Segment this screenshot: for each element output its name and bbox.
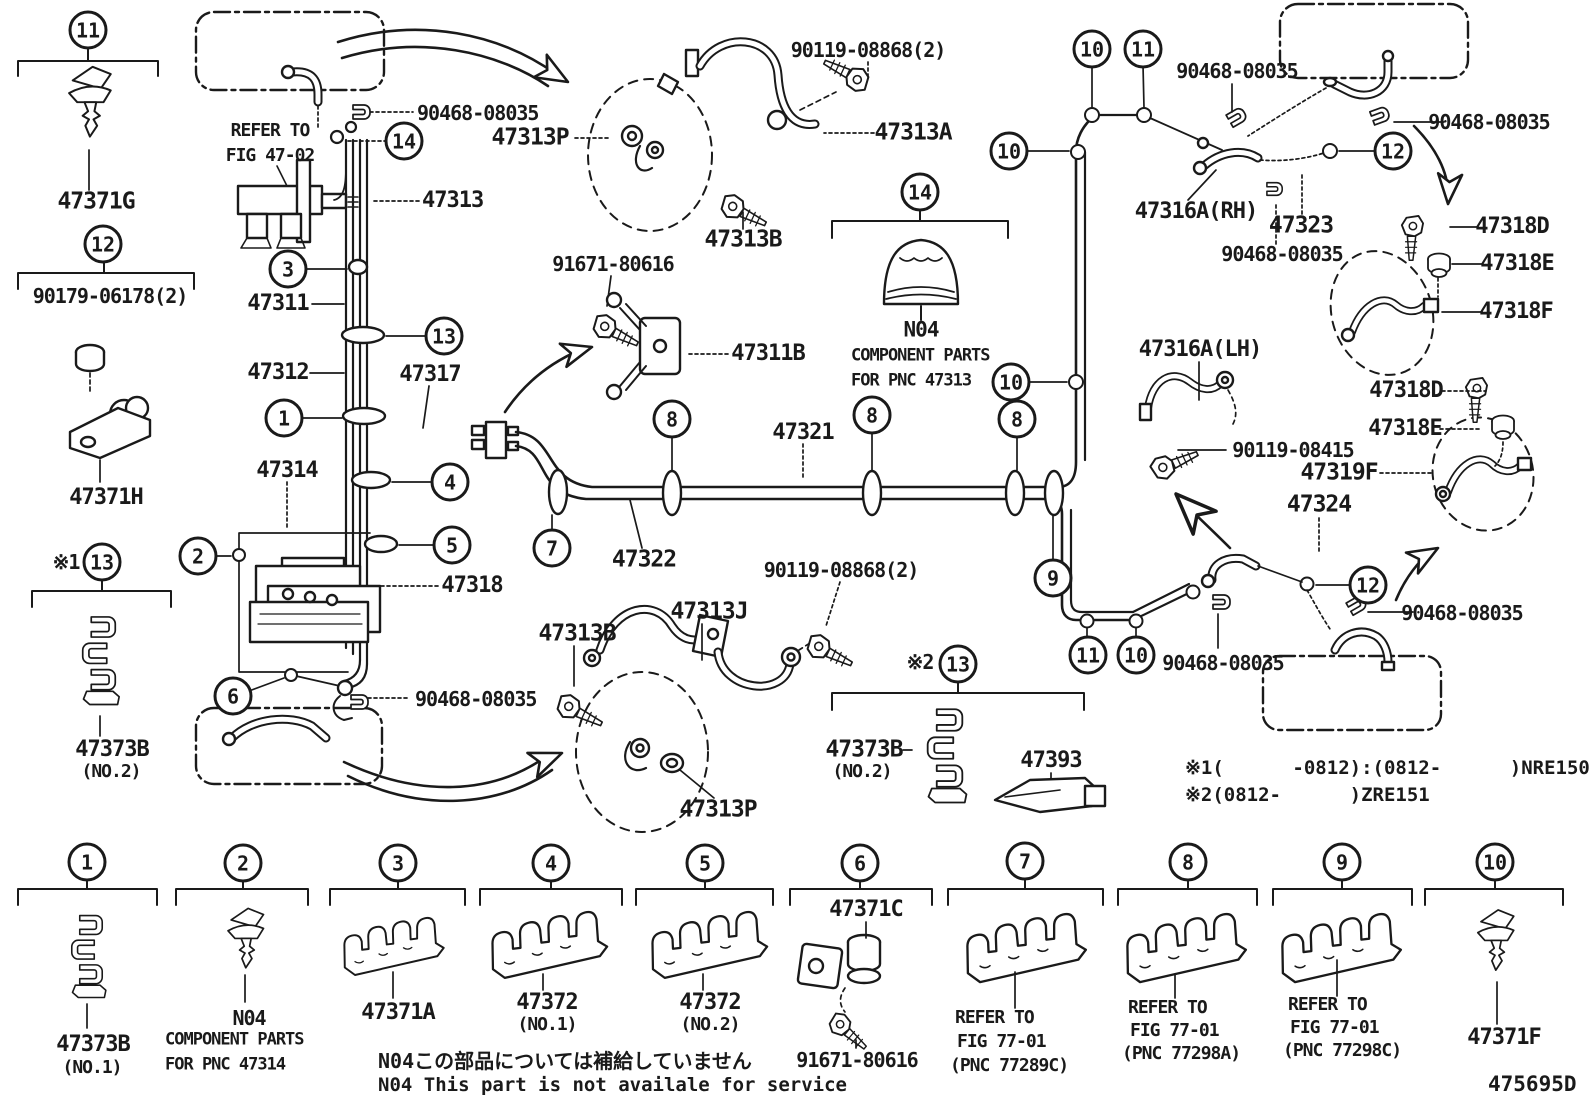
callout-13-5[interactable]: 13 [424,316,464,356]
fitting-47311b-group [588,190,773,401]
callout-10-24[interactable]: 10 [1116,635,1156,675]
callout-11-0[interactable]: 11 [68,10,108,50]
callout-10-17[interactable]: 10 [989,131,1029,171]
callout-13-2[interactable]: 13 [82,542,122,582]
callout-8-12[interactable]: 8 [652,399,692,439]
callout-3-4[interactable]: 3 [268,249,308,289]
hose-47313p-top [620,72,680,172]
left-column-parts [67,65,152,737]
service-note-jp: N04この部品については補給していません [378,1049,752,1073]
main-tubes [514,113,1195,622]
callout-3-28[interactable]: 3 [378,843,418,883]
callout-8-13[interactable]: 8 [852,395,892,435]
callout-11-23[interactable]: 11 [1068,635,1108,675]
junction-dots [232,107,1338,682]
callout-9-34[interactable]: 9 [1322,842,1362,882]
callout-13-25[interactable]: 13 [938,644,978,684]
connector-47317-drawing [470,420,520,460]
flow-arrows [336,28,1464,803]
hose-47313j-group [552,581,859,799]
callout-7-15[interactable]: 7 [532,528,572,568]
callout-10-35[interactable]: 10 [1475,842,1515,882]
callout-6-31[interactable]: 6 [840,843,880,883]
callout-4-7[interactable]: 4 [430,462,470,502]
callout-8-14[interactable]: 8 [997,399,1037,439]
callout-14-3[interactable]: 14 [384,121,424,161]
hose-47316a-lh-group [1138,361,1237,485]
bundle-clamps [340,258,399,554]
callout-2-8[interactable]: 2 [178,536,218,576]
right-47318-group [1318,214,1533,555]
callout-1-26[interactable]: 1 [67,842,107,882]
hose-47313a [684,37,874,131]
callout-1-6[interactable]: 1 [264,398,304,438]
footnote-2: ※2(0812- )ZRE151 [1185,784,1430,806]
callout-5-30[interactable]: 5 [685,843,725,883]
hose-topleft [280,64,323,129]
callout-9-16[interactable]: 9 [1033,558,1073,598]
service-note-en: N04 This part is not availale for servic… [378,1074,847,1096]
callout-10-18[interactable]: 10 [1072,29,1112,69]
bell-n04-drawing [882,238,960,321]
master-cylinder-drawing [236,158,359,249]
hose-bottomleft [221,714,331,747]
callout-14-11[interactable]: 14 [900,172,940,212]
actuator-47318-drawing [238,532,382,721]
dashdot-boxes [194,2,1470,786]
callout-5-9[interactable]: 5 [432,525,472,565]
callout-12-1[interactable]: 12 [83,224,123,264]
callout-12-21[interactable]: 12 [1373,131,1413,171]
callout-12-22[interactable]: 12 [1348,565,1388,605]
leader-lines [214,64,1145,789]
callout-6-10[interactable]: 6 [213,676,253,716]
callout-7-32[interactable]: 7 [1005,841,1045,881]
callout-11-19[interactable]: 11 [1123,29,1163,69]
callout-4-29[interactable]: 4 [531,843,571,883]
legend-parts [70,904,1515,1056]
detail-ellipses [575,78,1535,833]
center-clip-47393 [926,708,1107,814]
doc-number: 475695D [1488,1072,1577,1096]
callout-8-33[interactable]: 8 [1168,842,1208,882]
right-top-group [1149,49,1445,245]
callout-10-20[interactable]: 10 [991,362,1031,402]
footnote-1: ※1( -0812):(0812- )NRE150 [1185,757,1590,779]
callout-2-27[interactable]: 2 [223,843,263,883]
tube-clamps [547,468,1065,517]
